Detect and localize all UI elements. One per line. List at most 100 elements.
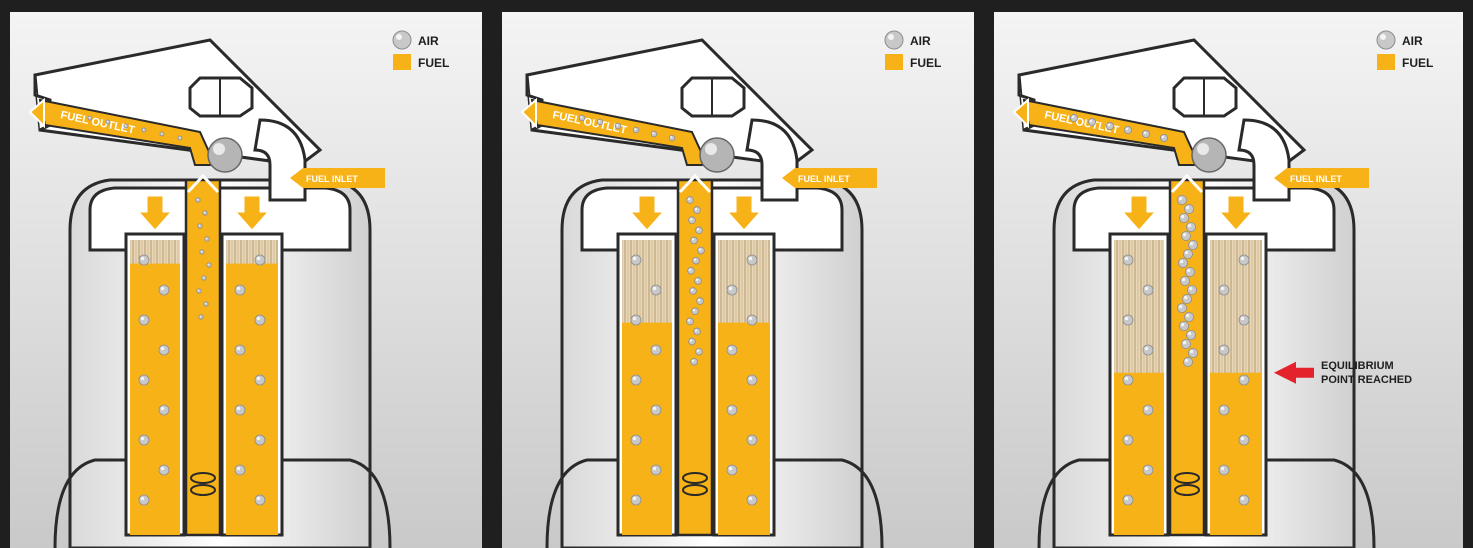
air-bubble-highlight	[1221, 407, 1225, 411]
air-bubble-highlight	[1186, 206, 1189, 209]
air-bubble-highlight	[1241, 257, 1245, 261]
air-bubble-highlight	[691, 289, 693, 291]
air-bubble	[692, 308, 699, 315]
air-bubble-highlight	[141, 257, 145, 261]
air-bubble-highlight	[653, 347, 657, 351]
air-bubble	[691, 237, 698, 244]
air-bubble-highlight	[1221, 287, 1225, 291]
air-bubble-highlight	[633, 377, 637, 381]
air-bubble	[1219, 465, 1229, 475]
air-bubble	[139, 375, 149, 385]
air-bubble	[1183, 357, 1192, 366]
air-bubble	[1143, 465, 1153, 475]
air-bubble-highlight	[205, 303, 207, 305]
air-bubble-highlight	[1125, 257, 1129, 261]
air-bubble	[747, 375, 757, 385]
air-bubble	[1180, 276, 1189, 285]
air-bubble	[159, 405, 169, 415]
air-bubble	[631, 255, 641, 265]
air-bubble-highlight	[161, 133, 162, 134]
air-bubble	[1184, 204, 1193, 213]
air-bubble	[689, 338, 696, 345]
air-bubble	[631, 315, 641, 325]
air-bubble-highlight	[1183, 341, 1186, 344]
air-bubble	[1124, 126, 1131, 133]
air-bubble	[1181, 231, 1190, 240]
air-bubble-highlight	[89, 117, 90, 118]
air-bubble	[1219, 345, 1229, 355]
check-valve-ball	[208, 138, 242, 172]
air-bubble	[1239, 435, 1249, 445]
air-bubble	[631, 375, 641, 385]
air-bubble	[687, 197, 694, 204]
air-bubble	[255, 255, 265, 265]
fuel-inlet-arrow: FUEL INLET	[290, 168, 385, 188]
legend-air-label: AIR	[1402, 34, 1423, 48]
air-bubble-highlight	[1185, 251, 1188, 254]
air-bubble-highlight	[697, 349, 699, 351]
air-bubble	[1239, 495, 1249, 505]
air-bubble	[197, 289, 201, 293]
air-bubble-highlight	[695, 329, 697, 331]
air-bubble	[1143, 345, 1153, 355]
air-bubble-highlight	[237, 467, 241, 471]
legend-air-swatch	[393, 31, 411, 49]
right-element-chamber-fuel-level	[718, 323, 770, 535]
air-bubble	[1184, 312, 1193, 321]
air-bubble-highlight	[143, 129, 144, 130]
air-bubble	[747, 315, 757, 325]
air-bubble	[1239, 375, 1249, 385]
air-bubble-highlight	[690, 339, 692, 341]
left-element-chamber-fuel-level	[130, 264, 180, 535]
check-valve-ball	[700, 138, 734, 172]
equilibrium-label-line2: POINT REACHED	[1321, 374, 1412, 386]
air-bubble-highlight	[1126, 128, 1129, 131]
air-bubble	[1181, 339, 1190, 348]
air-bubble	[159, 285, 169, 295]
air-bubble-highlight	[206, 238, 208, 240]
air-bubble-highlight	[1179, 305, 1182, 308]
air-bubble	[235, 285, 245, 295]
legend-fuel-label: FUEL	[1402, 56, 1433, 70]
air-bubble-highlight	[616, 124, 618, 126]
air-bubble	[124, 124, 128, 128]
air-bubble-highlight	[1144, 132, 1147, 135]
air-bubble-highlight	[652, 132, 654, 134]
air-bubble	[1106, 122, 1113, 129]
air-bubble-highlight	[1145, 407, 1149, 411]
legend-air-highlight	[396, 34, 402, 40]
air-bubble-highlight	[729, 407, 733, 411]
air-bubble	[651, 285, 661, 295]
air-bubble-highlight	[1241, 317, 1245, 321]
air-bubble-highlight	[237, 347, 241, 351]
air-bubble	[747, 435, 757, 445]
air-bubble-highlight	[1183, 233, 1186, 236]
fuel-inlet-label: FUEL INLET	[306, 174, 358, 184]
air-bubble	[694, 328, 701, 335]
air-bubble-highlight	[697, 228, 699, 230]
air-bubble	[1070, 114, 1077, 121]
air-bubble-highlight	[670, 136, 672, 138]
air-bubble	[633, 127, 639, 133]
air-bubble-highlight	[1182, 278, 1185, 281]
air-bubble-highlight	[1072, 116, 1075, 119]
check-valve-ball-highlight	[213, 143, 225, 155]
air-bubble-highlight	[161, 287, 165, 291]
air-bubble	[1178, 258, 1187, 267]
air-bubble-highlight	[580, 116, 582, 118]
air-bubble-highlight	[694, 258, 696, 260]
air-bubble	[1088, 118, 1095, 125]
air-bubble	[631, 435, 641, 445]
air-bubble	[690, 288, 697, 295]
legend-fuel-swatch	[1377, 54, 1395, 70]
air-bubble	[1239, 255, 1249, 265]
air-bubble	[727, 405, 737, 415]
air-bubble-highlight	[1125, 437, 1129, 441]
air-bubble-highlight	[1125, 377, 1129, 381]
stage-panel-1: FUEL OUTLETFUEL INLETAIRFUEL	[0, 0, 492, 548]
air-bubble-highlight	[749, 257, 753, 261]
air-bubble	[88, 116, 92, 120]
air-bubble-highlight	[698, 299, 700, 301]
air-bubble	[160, 132, 164, 136]
